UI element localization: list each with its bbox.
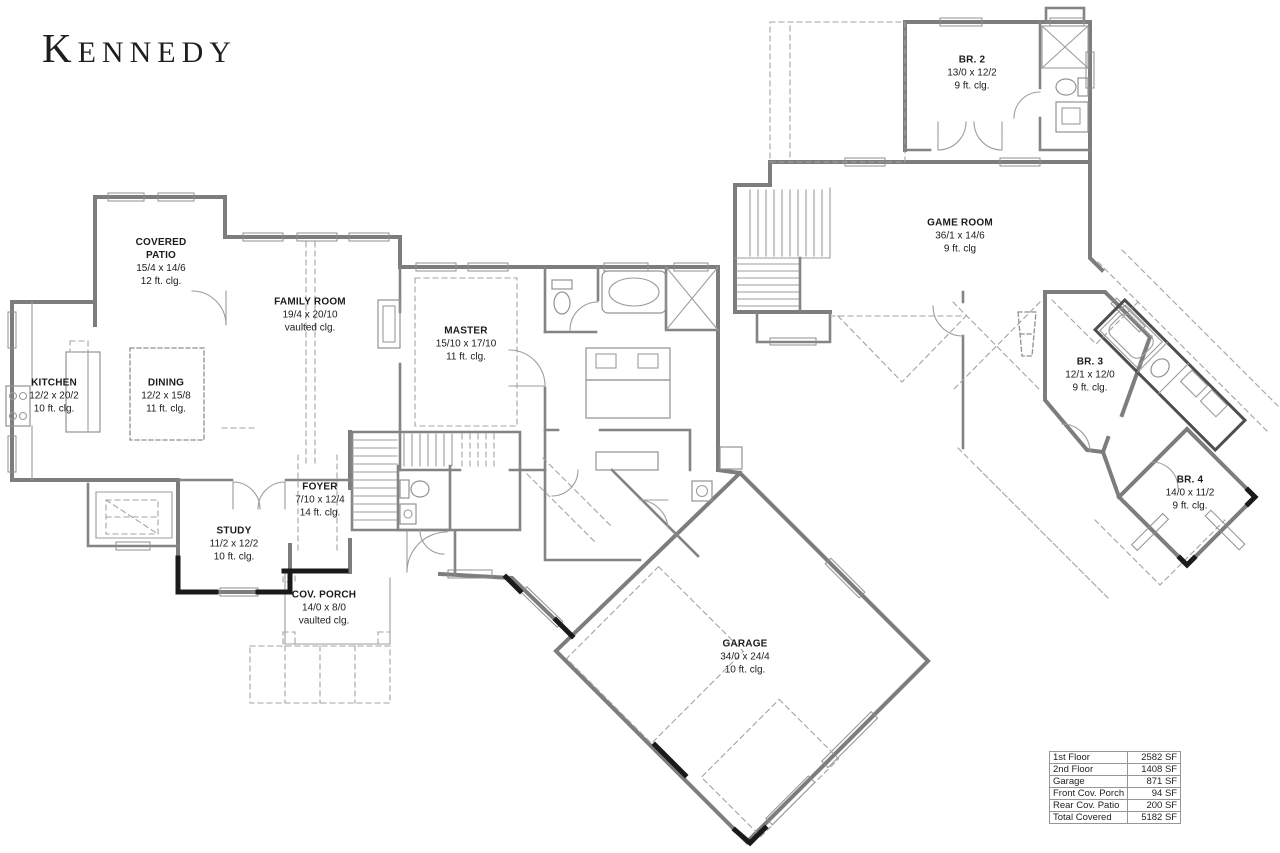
room-name: MASTER [444, 325, 488, 337]
room-ceiling: 10 ft. clg. [724, 664, 766, 676]
room-dimensions: 34/0 x 24/4 [720, 651, 770, 663]
area-row-value: 5182 SF [1127, 811, 1182, 824]
room-name: BR. 3 [1076, 356, 1104, 368]
room-dimensions: 14/0 x 11/2 [1165, 487, 1215, 499]
area-row-value: 1408 SF [1127, 763, 1182, 776]
room-name: DINING [147, 377, 185, 389]
plan-title-initial: K [42, 25, 78, 71]
room-name: BR. 4 [1176, 474, 1204, 486]
area-row-value: 2582 SF [1127, 751, 1182, 764]
room-name: COV. PORCH [291, 589, 357, 601]
room-ceiling: 10 ft. clg. [33, 403, 75, 415]
room-ceiling: 11 ft. clg. [446, 351, 486, 363]
area-row-label: 1st Floor [1048, 751, 1129, 764]
area-row-label: Rear Cov. Patio [1048, 799, 1129, 812]
area-row-label: Front Cov. Porch [1048, 787, 1129, 800]
room-name: KITCHEN [31, 377, 77, 389]
room-name: STUDY [216, 525, 252, 537]
room-dimensions: 12/2 x 15/8 [141, 390, 191, 402]
area-row-value: 200 SF [1127, 799, 1182, 812]
room-name: GAME ROOM [927, 217, 993, 229]
plan-title: KENNEDY [42, 24, 237, 72]
room-name: GARAGE [722, 638, 768, 650]
room-ceiling: 11 ft. clg. [146, 403, 186, 415]
room-ceiling: 10 ft. clg. [213, 551, 255, 563]
room-ceiling: 12 ft. clg. [140, 276, 182, 287]
room-ceiling: 9 ft. clg [943, 243, 977, 255]
room-ceiling: 14 ft. clg. [299, 507, 341, 519]
room-dimensions: 15/10 x 17/10 [435, 338, 497, 350]
room-dimensions: 12/2 x 20/2 [29, 390, 79, 402]
plan-title-rest: ENNEDY [77, 36, 237, 69]
room-label-covered-patio: COVERED PATIO 15/4 x 14/6 12 ft. clg. [126, 236, 196, 288]
room-name: BR. 2 [958, 54, 986, 66]
room-name: FAMILY ROOM [274, 296, 346, 308]
room-ceiling: 9 ft. clg. [1172, 500, 1208, 512]
room-dimensions: 12/1 x 12/0 [1065, 369, 1115, 381]
room-ceiling: vaulted clg. [284, 322, 336, 334]
room-dimensions: 11/2 x 12/2 [209, 538, 259, 550]
room-dimensions: 7/10 x 12/4 [295, 494, 345, 506]
room-ceiling: 9 ft. clg. [1072, 382, 1108, 394]
room-ceiling: 9 ft. clg. [954, 80, 990, 92]
room-name: COVERED PATIO [135, 237, 187, 261]
area-row-value: 94 SF [1127, 787, 1182, 800]
room-dimensions: 13/0 x 12/2 [947, 67, 997, 79]
room-dimensions: 15/4 x 14/6 [136, 263, 186, 274]
area-row-value: 871 SF [1127, 775, 1182, 788]
room-dimensions: 36/1 x 14/6 [935, 230, 985, 242]
room-name: FOYER [302, 481, 338, 493]
room-dimensions: 14/0 x 8/0 [302, 602, 346, 614]
area-row-label: 2nd Floor [1048, 763, 1129, 776]
area-row-label: Garage [1048, 775, 1129, 788]
room-ceiling: vaulted clg. [298, 615, 350, 627]
room-dimensions: 19/4 x 20/10 [282, 309, 338, 321]
area-row-label: Total Covered [1048, 811, 1129, 824]
